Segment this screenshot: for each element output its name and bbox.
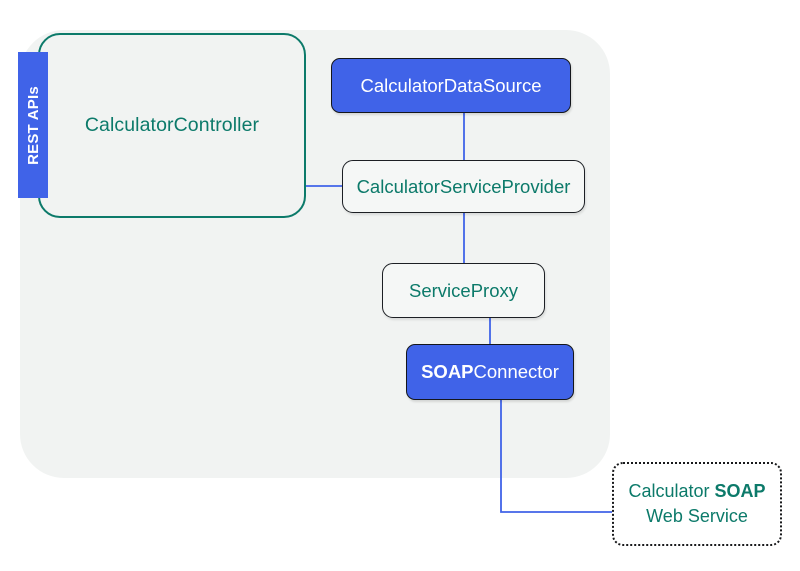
rest-apis-tab[interactable]: REST APIs (18, 52, 48, 198)
node-soap-connector-label: SOAPConnector (421, 361, 559, 383)
node-calculator-data-source-label: CalculatorDataSource (360, 74, 542, 96)
node-soap-connector-label-bold: SOAP (421, 361, 474, 382)
calculator-controller-label: CalculatorController (84, 114, 260, 136)
web-service-label-line-1-bold: SOAP (714, 481, 766, 501)
node-soap-connector[interactable]: SOAPConnector (406, 344, 574, 400)
web-service-label-line-1-normal: Calculator (628, 481, 715, 501)
node-soap-connector-label-rest: Connector (473, 361, 559, 382)
node-calculator-data-source[interactable]: CalculatorDataSource (331, 58, 571, 113)
node-service-proxy[interactable]: ServiceProxy (382, 263, 545, 318)
node-calculator-service-provider[interactable]: CalculatorServiceProvider (342, 160, 585, 213)
rest-apis-tab-label: REST APIs (24, 85, 42, 165)
calculator-controller-box[interactable]: CalculatorController (38, 33, 306, 218)
node-calculator-service-provider-label: CalculatorServiceProvider (356, 175, 571, 197)
node-service-proxy-label: ServiceProxy (409, 279, 518, 301)
web-service-label-line-1: Calculator SOAP (628, 479, 765, 504)
web-service-label-line-2: Web Service (646, 506, 748, 526)
node-calculator-soap-web-service[interactable]: Calculator SOAP Web Service (612, 462, 782, 546)
